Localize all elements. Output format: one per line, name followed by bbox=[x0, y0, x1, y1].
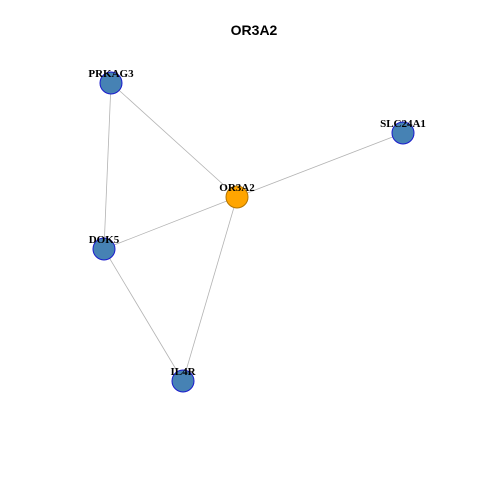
edge-or3a2-il4r bbox=[182, 196, 238, 382]
edge-or3a2-dok5 bbox=[103, 196, 238, 250]
node-label-or3a2: OR3A2 bbox=[219, 182, 255, 194]
edge-or3a2-slc24a1 bbox=[236, 132, 404, 198]
edge-prkag3-dok5 bbox=[103, 82, 112, 250]
edge-dok5-il4r bbox=[103, 248, 184, 382]
node-dok5 bbox=[92, 237, 116, 261]
node-prkag3 bbox=[99, 71, 123, 95]
node-or3a2 bbox=[225, 185, 249, 209]
edge-prkag3-or3a2 bbox=[110, 82, 238, 198]
node-label-dok5: DOK5 bbox=[89, 234, 120, 246]
node-layer bbox=[92, 71, 415, 393]
node-slc24a1 bbox=[391, 121, 415, 145]
node-label-il4r: IL4R bbox=[170, 366, 196, 378]
node-il4r bbox=[171, 369, 195, 393]
node-label-prkag3: PRKAG3 bbox=[88, 68, 134, 80]
node-label-slc24a1: SLC24A1 bbox=[380, 118, 426, 130]
graph-title: OR3A2 bbox=[231, 22, 278, 38]
edge-layer bbox=[103, 82, 404, 382]
